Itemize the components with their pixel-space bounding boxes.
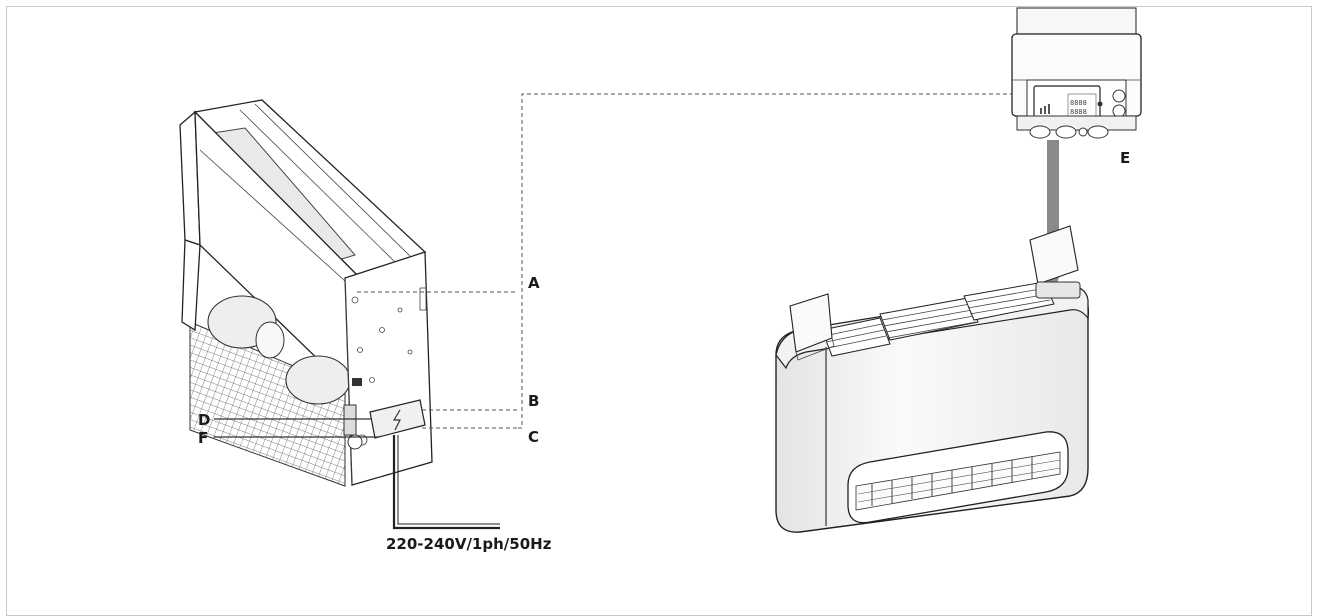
- electrical-box: [369, 399, 426, 439]
- label-f: F: [198, 429, 208, 447]
- label-d: D: [198, 411, 210, 429]
- chassis-unit-drawing: [179, 99, 433, 487]
- right-flap: [1029, 225, 1079, 285]
- control-panel-drawing: 8888 8888: [1011, 7, 1142, 139]
- cabinet-unit-drawing: [775, 225, 1090, 533]
- label-b: B: [528, 392, 539, 410]
- power-cable: [392, 435, 500, 530]
- fan-housing: [285, 355, 351, 405]
- power-supply-label: 220-240V/1ph/50Hz: [386, 535, 552, 553]
- side-plate: [344, 251, 433, 486]
- label-e: E: [1120, 149, 1130, 167]
- svg-text:8888: 8888: [1070, 99, 1087, 107]
- label-a: A: [528, 274, 540, 292]
- top-grille: [821, 317, 891, 357]
- top-grille: [879, 297, 979, 341]
- svg-text:8888: 8888: [1070, 108, 1087, 116]
- label-c: C: [528, 428, 539, 446]
- dashed-line-control: [518, 93, 1012, 429]
